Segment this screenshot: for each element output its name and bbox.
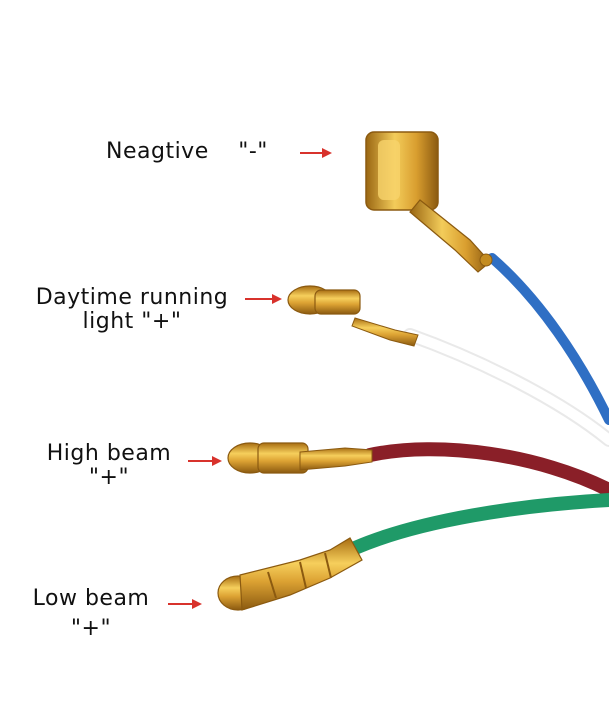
label-drl-line1: Daytime running bbox=[35, 285, 229, 310]
low-beam-bullet-terminal bbox=[217, 537, 363, 611]
green-wire bbox=[348, 493, 609, 555]
label-high-beam: High beam "+" bbox=[36, 442, 182, 490]
drl-bullet-terminal bbox=[287, 285, 419, 347]
label-high-beam-line2: "+" bbox=[88, 465, 130, 490]
label-negative: Neagtive "-" bbox=[106, 140, 268, 164]
arrow-negative bbox=[300, 148, 332, 158]
label-negative-sign: "-" bbox=[238, 139, 268, 164]
spade-terminal bbox=[365, 131, 493, 273]
label-low-beam: Low beam "+" bbox=[22, 584, 160, 644]
arrow-low-beam bbox=[168, 599, 202, 609]
label-low-beam-line2: "+" bbox=[70, 616, 112, 641]
blue-wire bbox=[487, 253, 609, 425]
white-wire-core bbox=[405, 330, 609, 445]
label-drl-line2: light "+" bbox=[82, 309, 182, 334]
arrow-high-beam bbox=[188, 456, 222, 466]
label-low-beam-line1: Low beam bbox=[32, 586, 150, 611]
label-negative-text: Neagtive bbox=[106, 139, 209, 164]
high-beam-bullet-terminal bbox=[227, 442, 373, 474]
label-drl: Daytime running light "+" bbox=[22, 286, 242, 334]
arrow-drl bbox=[245, 294, 282, 304]
label-high-beam-line1: High beam bbox=[46, 441, 172, 466]
red-wire bbox=[363, 442, 609, 497]
